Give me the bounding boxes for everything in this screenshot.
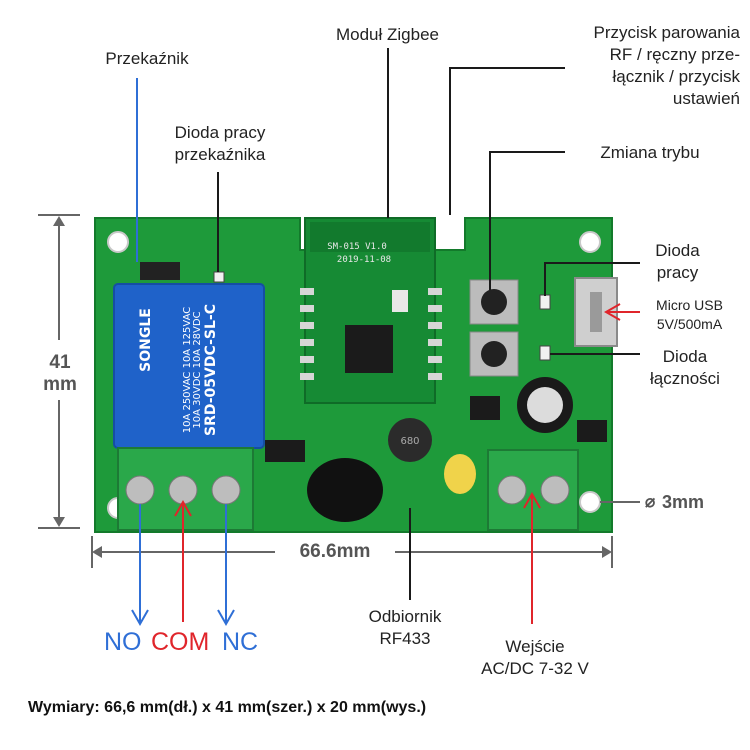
screw-com: [168, 475, 198, 505]
zigbee-chip: [345, 325, 393, 373]
module-id: SM-015 V1.0: [327, 242, 387, 252]
terminal-com-label: COM: [151, 628, 210, 656]
led-work-leader: [544, 262, 640, 296]
yellow-capacitor: [444, 454, 476, 494]
mount-hole: [107, 231, 129, 253]
label-link-led: Dioda łączności: [650, 347, 720, 388]
height-value: 41: [49, 352, 71, 373]
terminal-no-label: NO: [104, 628, 142, 656]
height-unit: mm: [43, 374, 77, 395]
label-zigbee-module: Moduł Zigbee: [335, 25, 439, 44]
inductor: [388, 418, 432, 462]
screw-in1: [497, 475, 527, 505]
relay-rating2: 10A 30VDC 10A 28VDC: [192, 311, 203, 428]
terminal-nc-label: NC: [222, 628, 259, 656]
led-work: [539, 294, 551, 310]
svg-text:680: 680: [400, 436, 419, 447]
relay-model: SRD-05VDC-SL-C: [203, 304, 219, 436]
label-input: Wejście AC/DC 7-32 V: [481, 637, 589, 678]
label-relay: Przekaźnik: [105, 49, 189, 68]
led-link: [539, 345, 551, 361]
rf-coil: [307, 458, 383, 522]
label-work-led: Dioda pracy: [655, 241, 700, 282]
screw-nc: [211, 475, 241, 505]
label-pairing-button: Przycisk parowania RF / ręczny prze- łąc…: [593, 23, 740, 108]
led-relay: [213, 271, 225, 283]
leader-lines: [217, 48, 565, 600]
hole-value: 3mm: [662, 492, 705, 512]
label-micro-usb: Micro USB 5V/500mA: [656, 297, 723, 332]
module-date: 2019-11-08: [337, 255, 391, 265]
width-value: 66.6mm: [299, 541, 371, 562]
screw-no: [125, 475, 155, 505]
mount-hole: [579, 231, 601, 253]
label-mode-change: Zmiana trybu: [600, 143, 700, 162]
screw-in2: [540, 475, 570, 505]
relay-brand: SONGLE: [138, 308, 154, 372]
relay-rating: 10A 250VAC 10A 125VAC: [182, 307, 193, 434]
relay-diode: [140, 262, 180, 280]
label-rf-receiver: Odbiornik RF433: [368, 607, 442, 648]
zigbee-antenna: [310, 222, 430, 252]
zigbee-crystal: [392, 290, 408, 312]
hole-symbol: ⌀: [645, 492, 656, 511]
module-pins: [300, 288, 442, 380]
dimensions-footer: Wymiary: 66,6 mm(dł.) x 41 mm(szer.) x 2…: [28, 699, 427, 716]
label-relay-led: Dioda pracy przekaźnika: [174, 123, 266, 164]
height-dimension: [38, 214, 80, 529]
mount-hole: [579, 491, 601, 513]
